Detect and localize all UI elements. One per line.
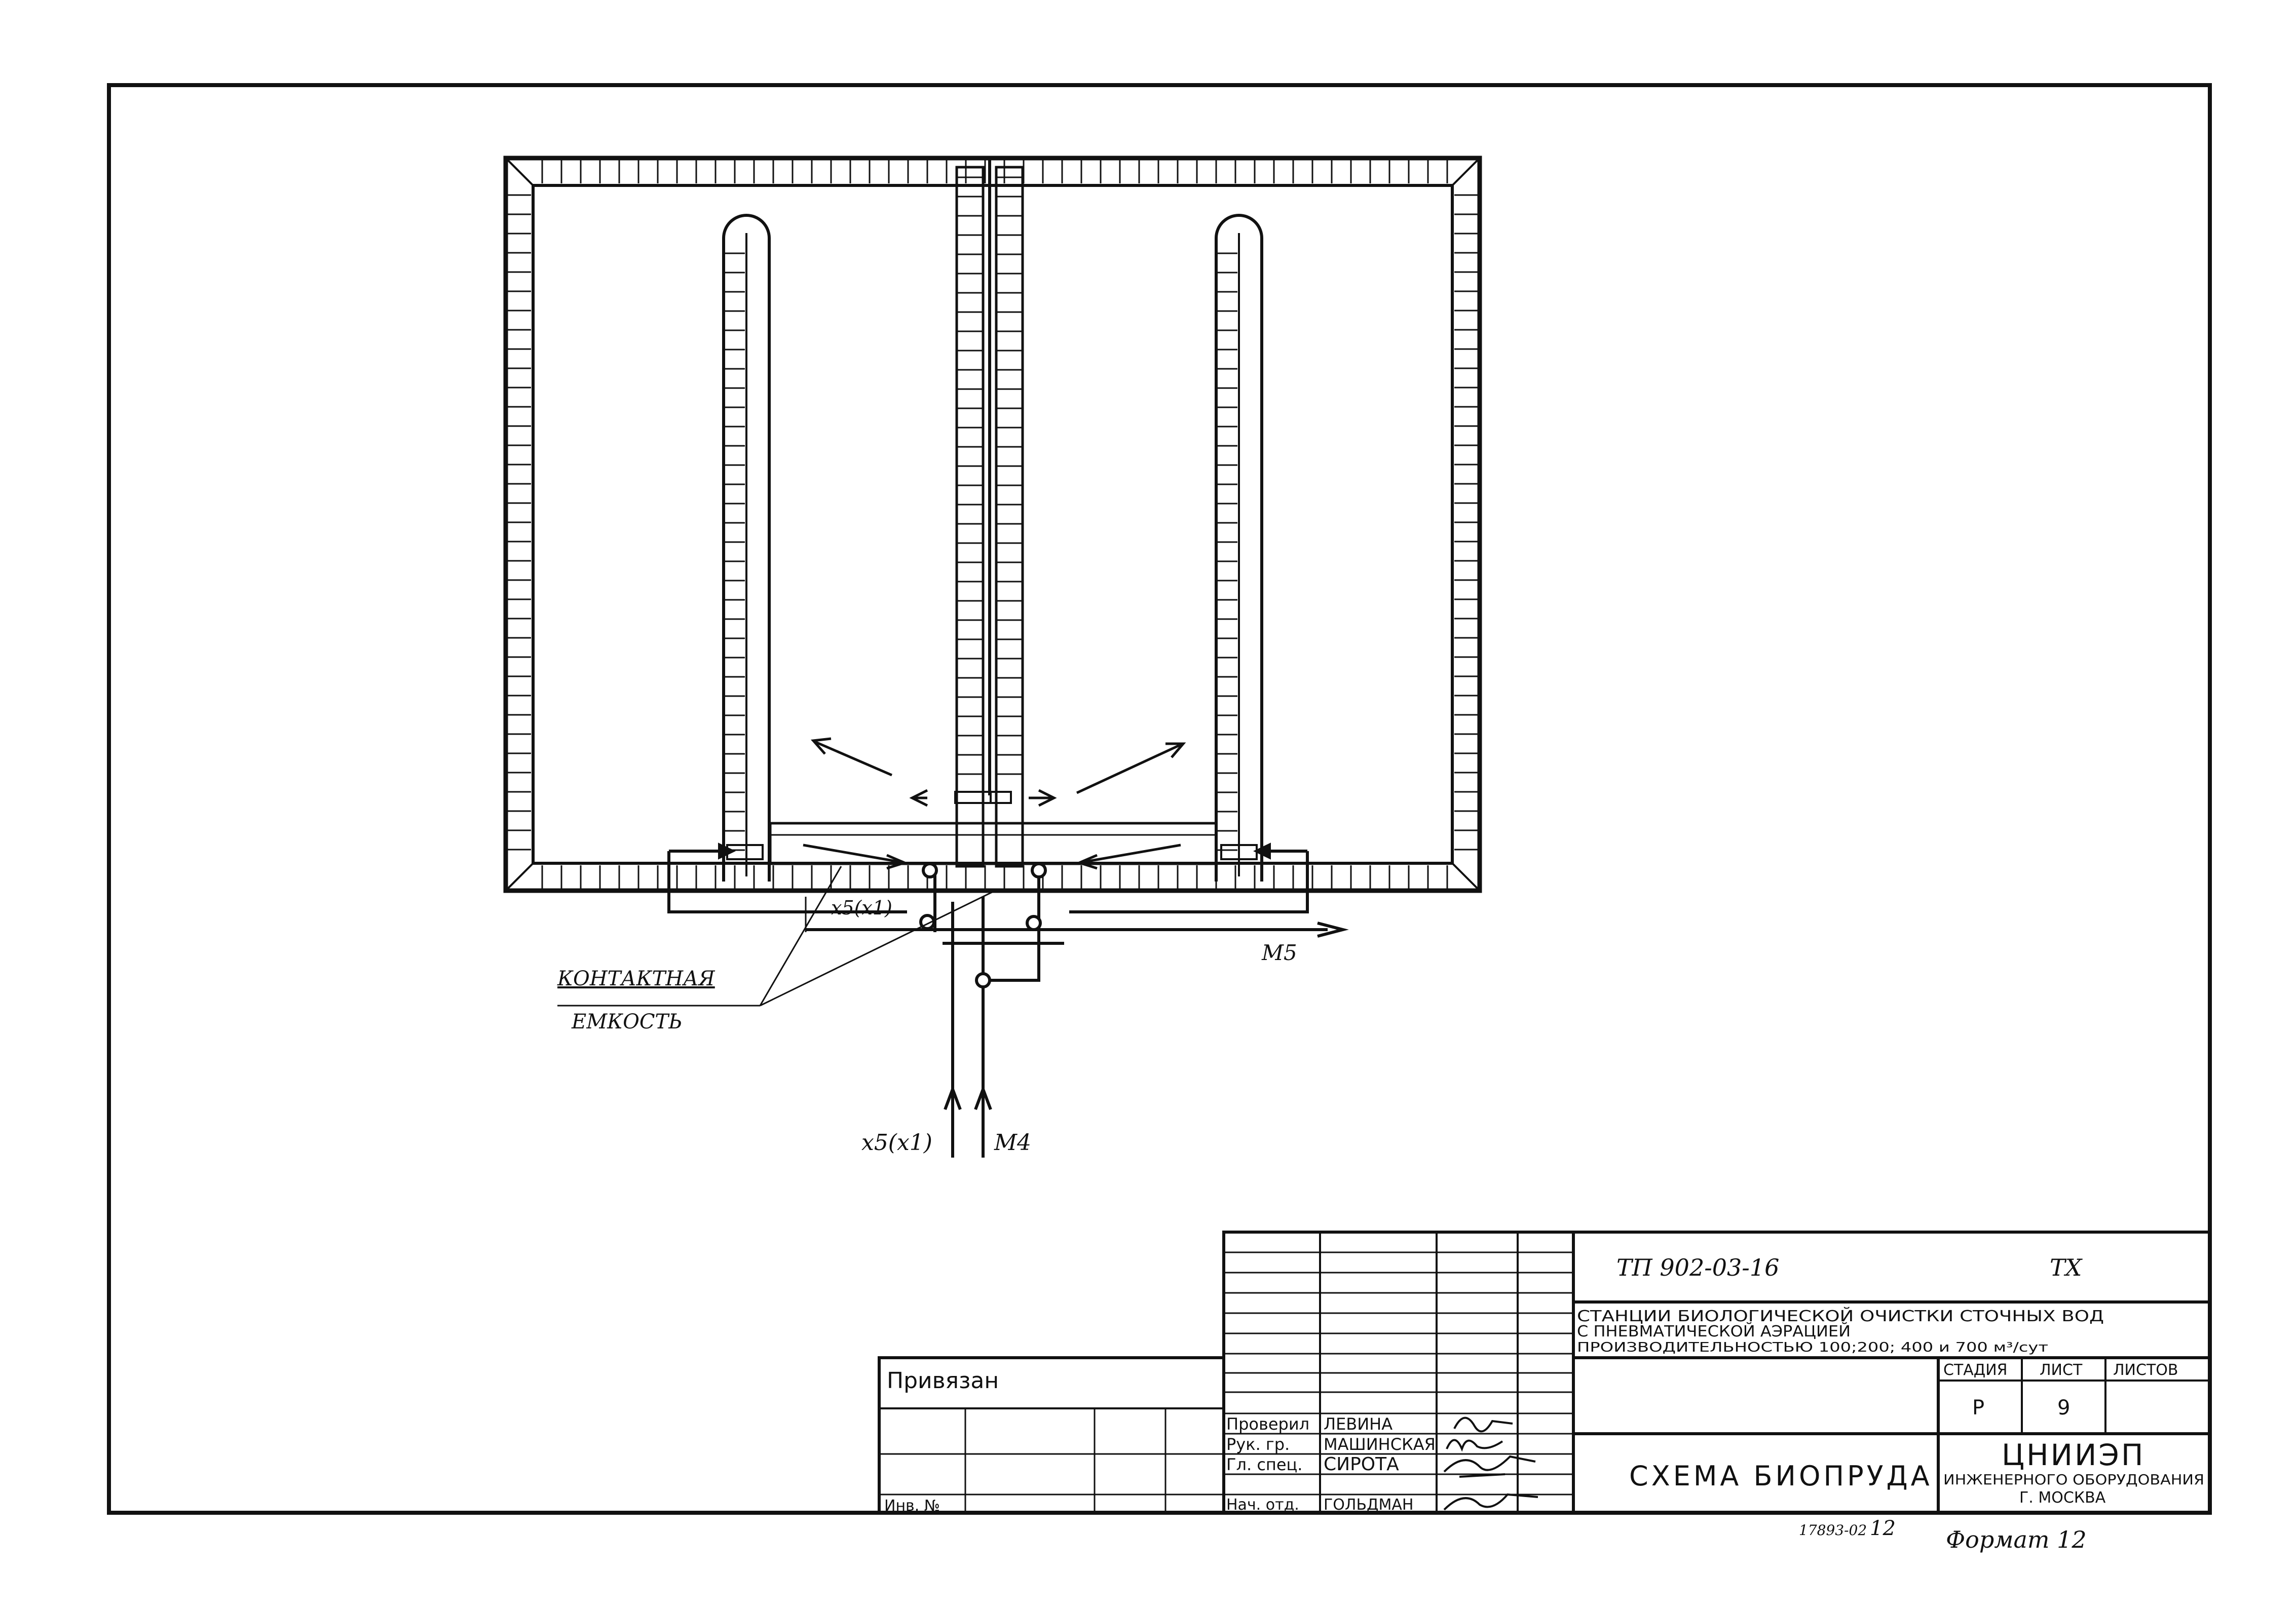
- pond-plan: [503, 156, 1482, 893]
- name-mashinskaya: МАШИНСКАЯ: [1324, 1435, 1436, 1454]
- name-sirota: СИРОТА: [1324, 1454, 1399, 1475]
- role-checked: Проверил: [1226, 1414, 1309, 1434]
- callout-contact-tank-2: ЕМКОСТЬ: [571, 1010, 682, 1033]
- piping: [667, 842, 1349, 1158]
- archive-page: 12: [1870, 1517, 1896, 1540]
- wall-hatching: [508, 160, 1478, 889]
- pipe-label-m5: M5: [1261, 940, 1297, 965]
- inv-label: Инв. №: [884, 1497, 940, 1515]
- role-group-head: Рук. гр.: [1226, 1435, 1290, 1454]
- role-dept-head: Нач. отд.: [1226, 1496, 1299, 1514]
- sheet-title: СХЕМА БИОПРУДА: [1629, 1460, 1933, 1492]
- signatures: [1443, 1416, 1538, 1511]
- col-sheet: ЛИСТ: [2040, 1361, 2083, 1379]
- bound-label: Привязан: [887, 1368, 999, 1394]
- archive-number: 17893-02: [1799, 1522, 1867, 1539]
- org-line-3: Г. МОСКВА: [2019, 1489, 2106, 1507]
- name-goldman: ГОЛЬДМАН: [1324, 1496, 1413, 1514]
- doc-mark: ТХ: [2050, 1254, 2083, 1281]
- col-sheets: ЛИСТОВ: [2113, 1361, 2178, 1379]
- flow-arrows: [803, 737, 1186, 870]
- frame-border: [107, 83, 2212, 1515]
- project-line-2: С ПНЕВМАТИЧЕСКОЙ АЭРАЦИЕЙ: [1577, 1322, 1851, 1340]
- org-line-2: ИНЖЕНЕРНОГО ОБОРУДОВАНИЯ: [1943, 1471, 2204, 1488]
- project-line-1: СТАНЦИИ БИОЛОГИЧЕСКОЙ ОЧИСТКИ СТОЧНЫХ ВО…: [1577, 1307, 2104, 1325]
- val-stage: Р: [1972, 1396, 1984, 1420]
- title-block-grid: [878, 1231, 2211, 1514]
- doc-code: ТП 902-03-16: [1616, 1254, 1779, 1281]
- col-stage: СТАДИЯ: [1943, 1361, 2008, 1379]
- callout-leaders: [557, 866, 994, 1007]
- name-levina: ЛЕВИНА: [1324, 1414, 1392, 1434]
- format-label: Формат 12: [1946, 1526, 2087, 1553]
- pipe-label-x5-top: x5(x1): [831, 897, 892, 919]
- pipe-label-x5-bottom: x5(x1): [861, 1130, 932, 1156]
- pipe-label-m4: M4: [994, 1130, 1031, 1156]
- role-chief-spec: Гл. спец.: [1226, 1455, 1302, 1474]
- val-sheet: 9: [2057, 1396, 2070, 1420]
- project-line-3: ПРОИЗВОДИТЕЛЬНОСТЬЮ 100;200; 400 и 700 м…: [1577, 1340, 2048, 1355]
- org-name: ЦНИИЭП: [2002, 1438, 2146, 1472]
- callout-contact-tank-1: КОНТАКТНАЯ: [557, 967, 715, 990]
